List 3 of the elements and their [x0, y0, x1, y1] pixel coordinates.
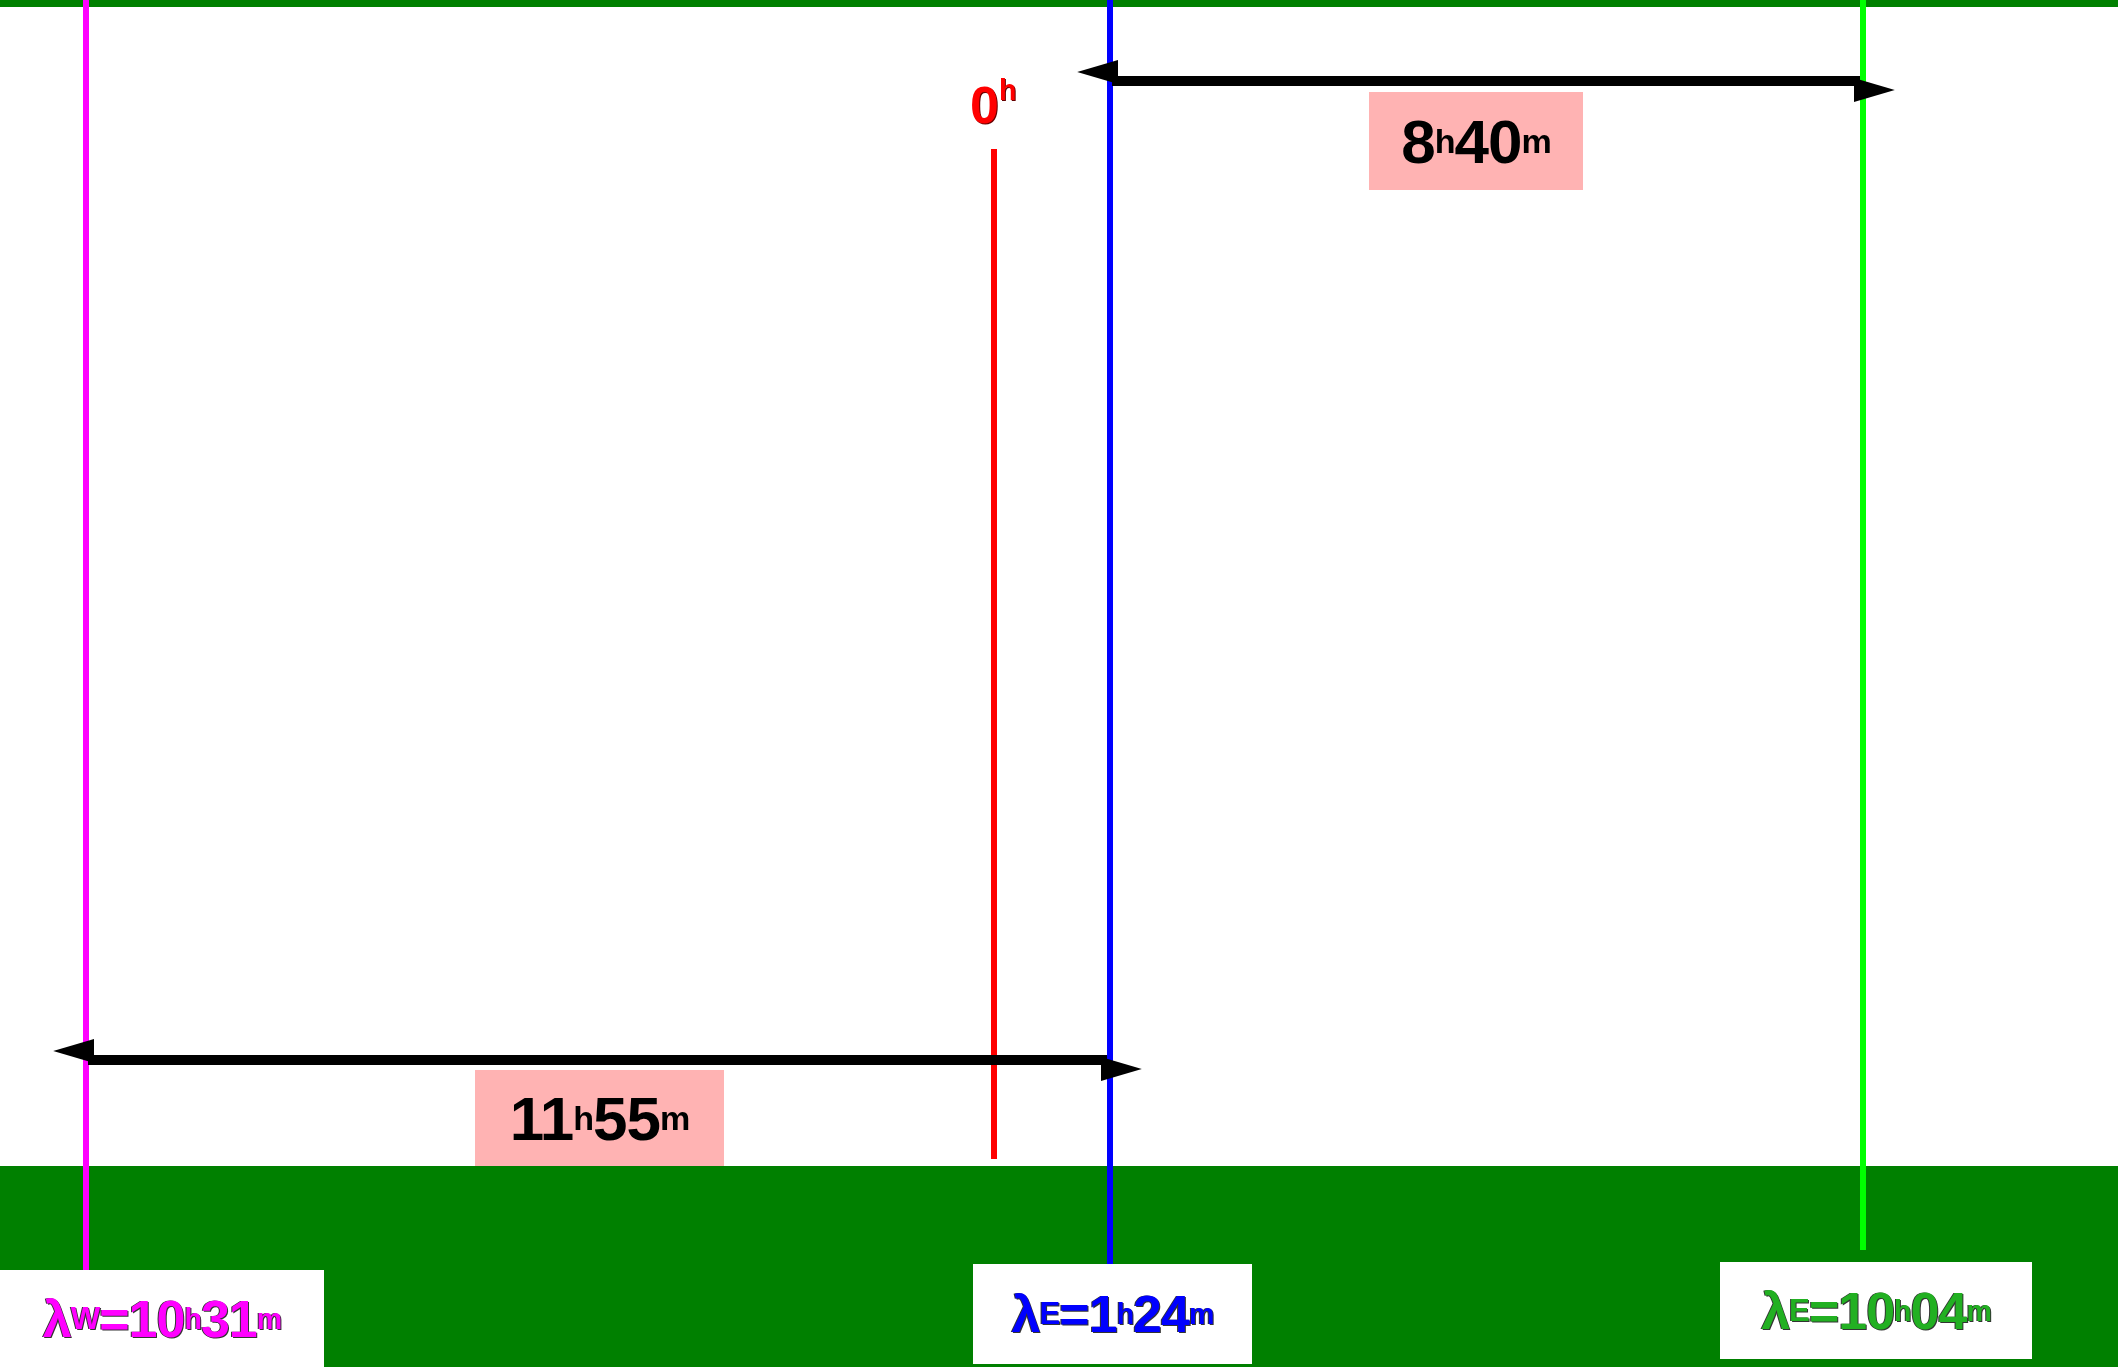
duration-label: 11$^{h}$55$^{m}$	[475, 1070, 724, 1166]
duration-label: 8$^{h}$40$^{m}$	[1369, 92, 1583, 190]
meridian-label: 0$^{h}$	[970, 75, 1017, 135]
